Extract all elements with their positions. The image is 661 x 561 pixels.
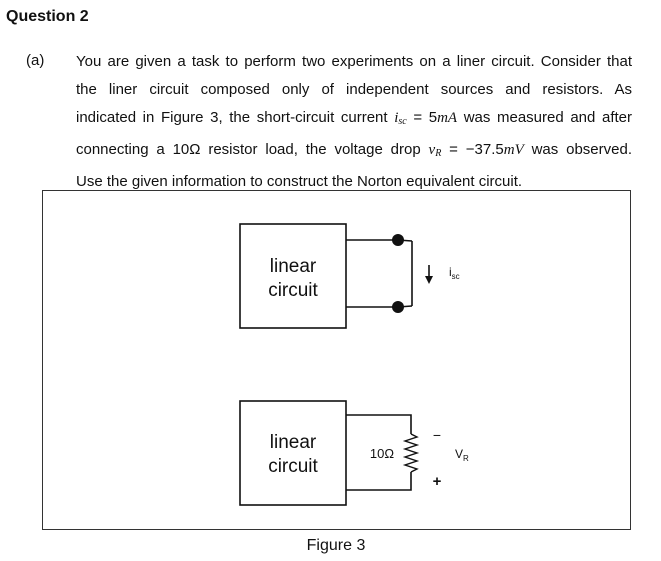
statement-line-2: the liner circuit composed only of indep… xyxy=(76,81,632,98)
bottom-wire-upper xyxy=(346,414,412,434)
l3-pre: indicated in Figure 3, the short-circuit… xyxy=(76,109,388,126)
statement-line-4: connecting a 10Ω resistor load, the volt… xyxy=(76,136,632,168)
isc-symbol: i xyxy=(394,110,399,126)
bottom-linear-circuit-box xyxy=(239,400,347,506)
top-terminal-upper xyxy=(392,234,404,246)
l4-post: was observed. xyxy=(523,141,632,158)
resistor-icon xyxy=(402,433,420,473)
top-linear-circuit-box xyxy=(239,223,347,329)
vr-label: VR xyxy=(455,447,469,463)
top-box-line2: circuit xyxy=(268,280,318,301)
problem-statement: You are given a task to perform two expe… xyxy=(76,48,632,196)
top-box-line1: linear xyxy=(270,256,317,277)
question-title: Question 2 xyxy=(6,8,89,25)
l3-post: was measured and after xyxy=(457,109,633,126)
statement-line-1: You are given a task to perform two expe… xyxy=(76,53,632,70)
vr-label-sub: R xyxy=(463,454,469,463)
isc-label-sub: sc xyxy=(452,272,460,281)
isc-label: isc xyxy=(449,265,460,281)
voltage-minus-sign: − xyxy=(433,427,441,443)
resistor-label: 10Ω xyxy=(370,446,394,461)
vr-subscript: R xyxy=(435,148,442,159)
vr-symbol: v xyxy=(428,142,436,158)
top-terminal-lower xyxy=(392,301,404,313)
bottom-box-line2: circuit xyxy=(268,456,318,477)
voltage-plus-sign: + xyxy=(433,473,442,490)
l4-pre: connecting a 10Ω resistor load, the volt… xyxy=(76,141,429,158)
statement-line-3: indicated in Figure 3, the short-circuit… xyxy=(76,104,632,136)
isc-arrow-icon xyxy=(425,276,433,284)
l4-eq: = −37.5 xyxy=(441,141,504,158)
figure-frame xyxy=(42,190,631,530)
unit-ma: mA xyxy=(437,110,458,126)
isc-label-main: i xyxy=(449,265,452,279)
vr-label-main: V xyxy=(455,447,463,461)
isc-subscript: sc xyxy=(398,116,407,127)
l3-eq: = 5 xyxy=(406,109,438,126)
unit-mv: mV xyxy=(503,142,524,158)
part-label: (a) xyxy=(26,52,45,69)
bottom-box-line1: linear xyxy=(270,432,317,453)
figure-caption: Figure 3 xyxy=(307,537,366,554)
bottom-wire-lower xyxy=(346,472,412,491)
statement-line-5: Use the given information to construct t… xyxy=(76,173,523,190)
